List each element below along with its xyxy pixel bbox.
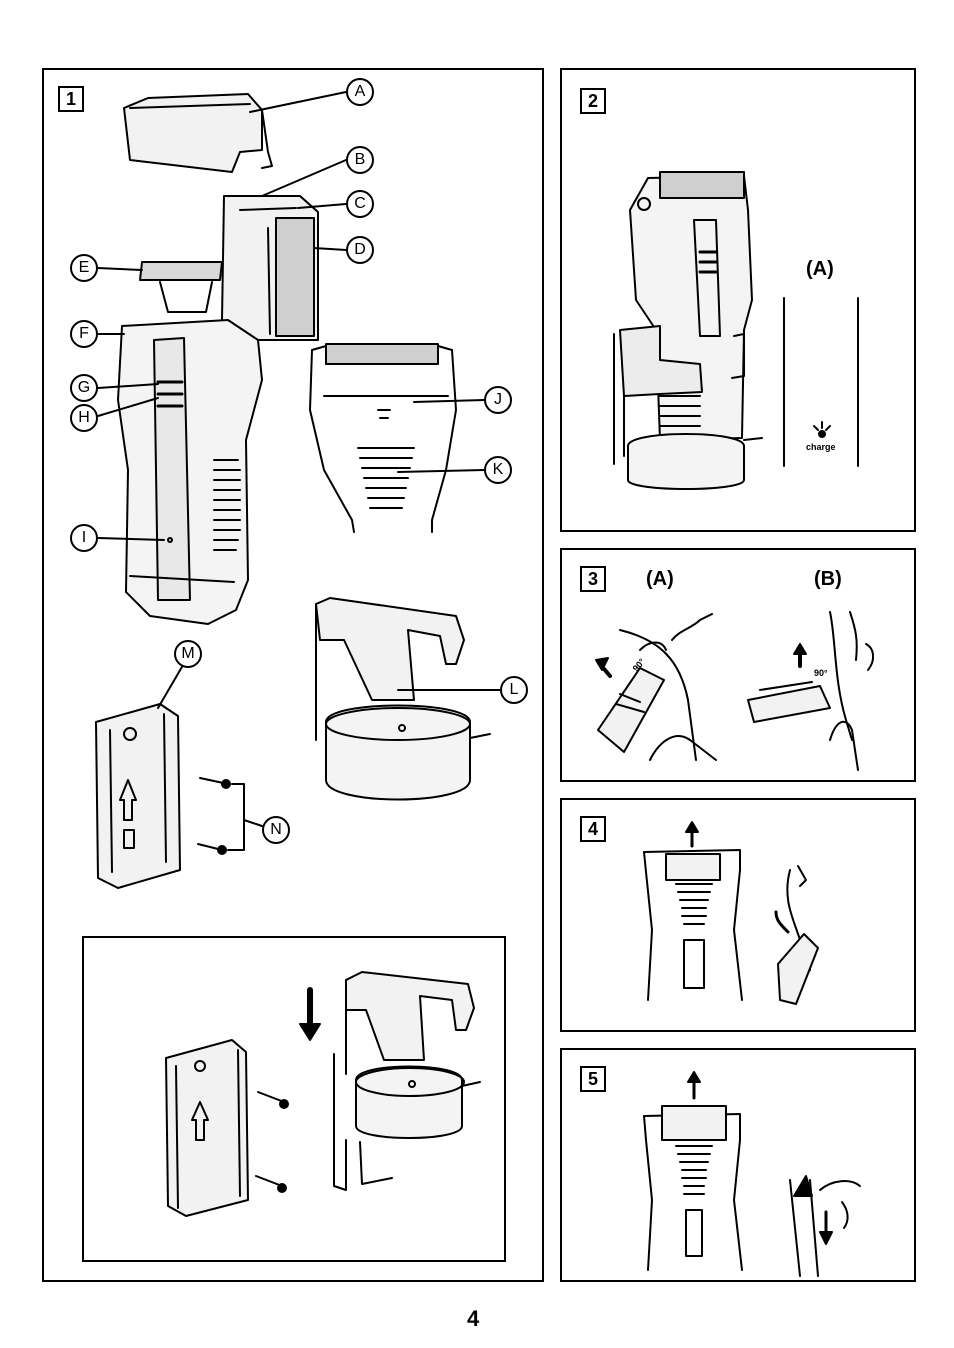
panel-5 [560, 1048, 916, 1282]
callout-g: G [70, 374, 98, 402]
panel-3-label-a: (A) [646, 568, 674, 590]
wall-bracket-illustration [95, 703, 263, 889]
callout-n: N [262, 816, 290, 844]
callout-h: H [70, 404, 98, 432]
callout-d: D [346, 236, 374, 264]
shaver-remove-cap-illustration [643, 1071, 743, 1271]
shaver-remove-frame-illustration [643, 821, 743, 1001]
trimmer-use-illustration [774, 865, 819, 1005]
callout-k: K [484, 456, 512, 484]
page-number: 4 [467, 1306, 480, 1331]
callout-j: J [484, 386, 512, 414]
panel-1-number: 1 [58, 86, 84, 112]
outer-cap-illustration [123, 93, 273, 173]
blade-frame-illustration [221, 195, 319, 341]
panel-2-number: 2 [580, 88, 606, 114]
callout-i: I [70, 524, 98, 552]
panel-2 [560, 68, 916, 532]
shaver-body-illustration [117, 319, 263, 625]
panel-4-number: 4 [580, 816, 606, 842]
callout-b: B [346, 146, 374, 174]
callout-e: E [70, 254, 98, 282]
shaving-angle-b-illustration [747, 611, 874, 771]
shaver-back-illustration [309, 343, 457, 533]
panel-1-inset [82, 936, 506, 1262]
charge-label: charge [806, 442, 836, 452]
callout-f: F [70, 320, 98, 348]
panel-3 [560, 548, 916, 782]
panel-3-angle-b: 90° [814, 668, 828, 678]
sideburn-trim-illustration [789, 1175, 861, 1277]
shaver-in-stand-illustration [613, 171, 763, 490]
charge-lamp-icon [813, 421, 831, 438]
charge-panel-lines [783, 297, 859, 467]
panel-3-label-b: (B) [814, 568, 842, 590]
charging-stand-illustration [315, 597, 491, 801]
assembly-illustration [165, 971, 481, 1217]
panel-2-label-a: (A) [806, 258, 834, 280]
callout-a: A [346, 78, 374, 106]
panel-1 [42, 68, 544, 1282]
callout-l: L [500, 676, 528, 704]
panel-4 [560, 798, 916, 1032]
down-arrow-head [299, 1023, 321, 1041]
callout-c: C [346, 190, 374, 218]
shaving-angle-a-illustration [595, 613, 717, 761]
callout-m: M [174, 640, 202, 668]
panel-3-number: 3 [580, 566, 606, 592]
inner-blade-illustration [139, 261, 223, 313]
panel-5-number: 5 [580, 1066, 606, 1092]
